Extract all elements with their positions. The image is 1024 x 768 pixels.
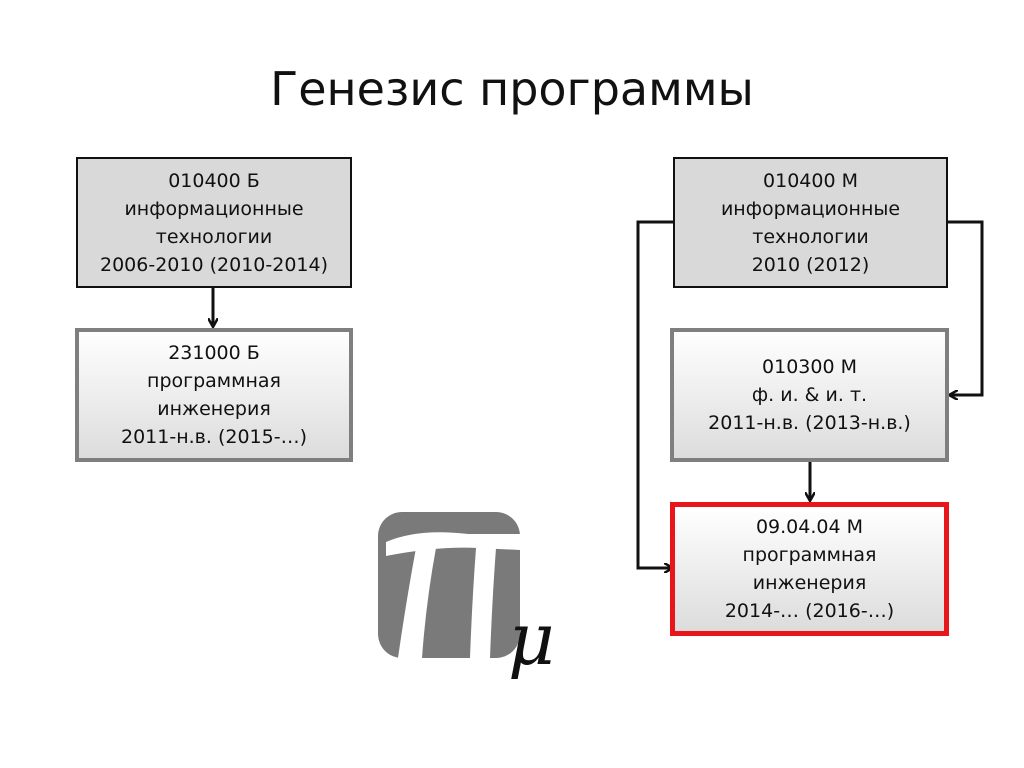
box-line: технологии <box>155 225 273 248</box>
svg-text:μ: μ <box>508 597 555 681</box>
pi-mu-logo-icon: μ <box>378 512 555 681</box>
box-line: инженерия <box>157 398 271 420</box>
box-line: 2006-2010 (2010-2014) <box>100 253 328 276</box>
box-line: программная <box>742 544 877 566</box>
box-line: информационные <box>124 197 304 220</box>
box-line: 2011-н.в. (2013-н.в.) <box>708 412 911 434</box>
box-line: 010300 М <box>762 356 857 378</box>
box-line: 231000 Б <box>168 342 260 364</box>
box-line: ф. и. & и. т. <box>751 384 868 406</box>
arrow-m010400-to-m090404 <box>636 220 674 568</box>
box-line: технологии <box>752 225 869 248</box>
box-bachelor-231000: 231000 Б программная инженерия 2011-н.в.… <box>75 328 353 462</box>
box-line: 2010 (2012) <box>751 253 870 276</box>
box-line: информационные <box>720 197 901 220</box>
box-line: 09.04.04 М <box>755 516 864 538</box>
arrow-m010400-to-m010300 <box>947 220 984 395</box>
box-master-010400: 010400 М информационные технологии 2010 … <box>673 157 948 288</box>
slide-title: Генезис программы <box>270 62 754 116</box>
box-line: программная <box>147 370 281 392</box>
box-line: 2014-… (2016-…) <box>724 600 895 622</box>
box-bachelor-010400: 010400 Б информационные технологии 2006-… <box>76 157 352 288</box>
box-line: 010400 Б <box>168 169 260 192</box>
box-master-010300: 010300 М ф. и. & и. т. 2011-н.в. (2013-н… <box>670 328 949 462</box>
box-line: 2011-н.в. (2015-…) <box>121 426 307 448</box>
box-master-090404-highlighted: 09.04.04 М программная инженерия 2014-… … <box>670 502 949 636</box>
box-line: инженерия <box>752 572 867 594</box>
box-line: 010400 М <box>763 169 858 192</box>
